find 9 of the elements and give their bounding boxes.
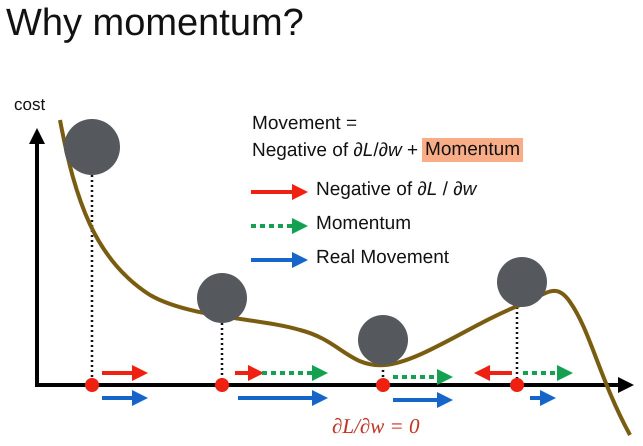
title: Why momentum?	[6, 2, 304, 45]
formula-text: Negative of ∂L/∂w +	[252, 140, 418, 162]
legend-text: Momentum	[316, 213, 412, 235]
formula-text: Movement =	[252, 113, 358, 135]
axis-label: cost	[14, 95, 46, 115]
highlighted-term: Momentum	[422, 138, 524, 162]
legend-text: Real Movement	[316, 247, 450, 269]
legend-text: Negative of ∂L / ∂w	[316, 179, 476, 201]
condition-text: ∂L/∂w = 0	[332, 414, 420, 439]
